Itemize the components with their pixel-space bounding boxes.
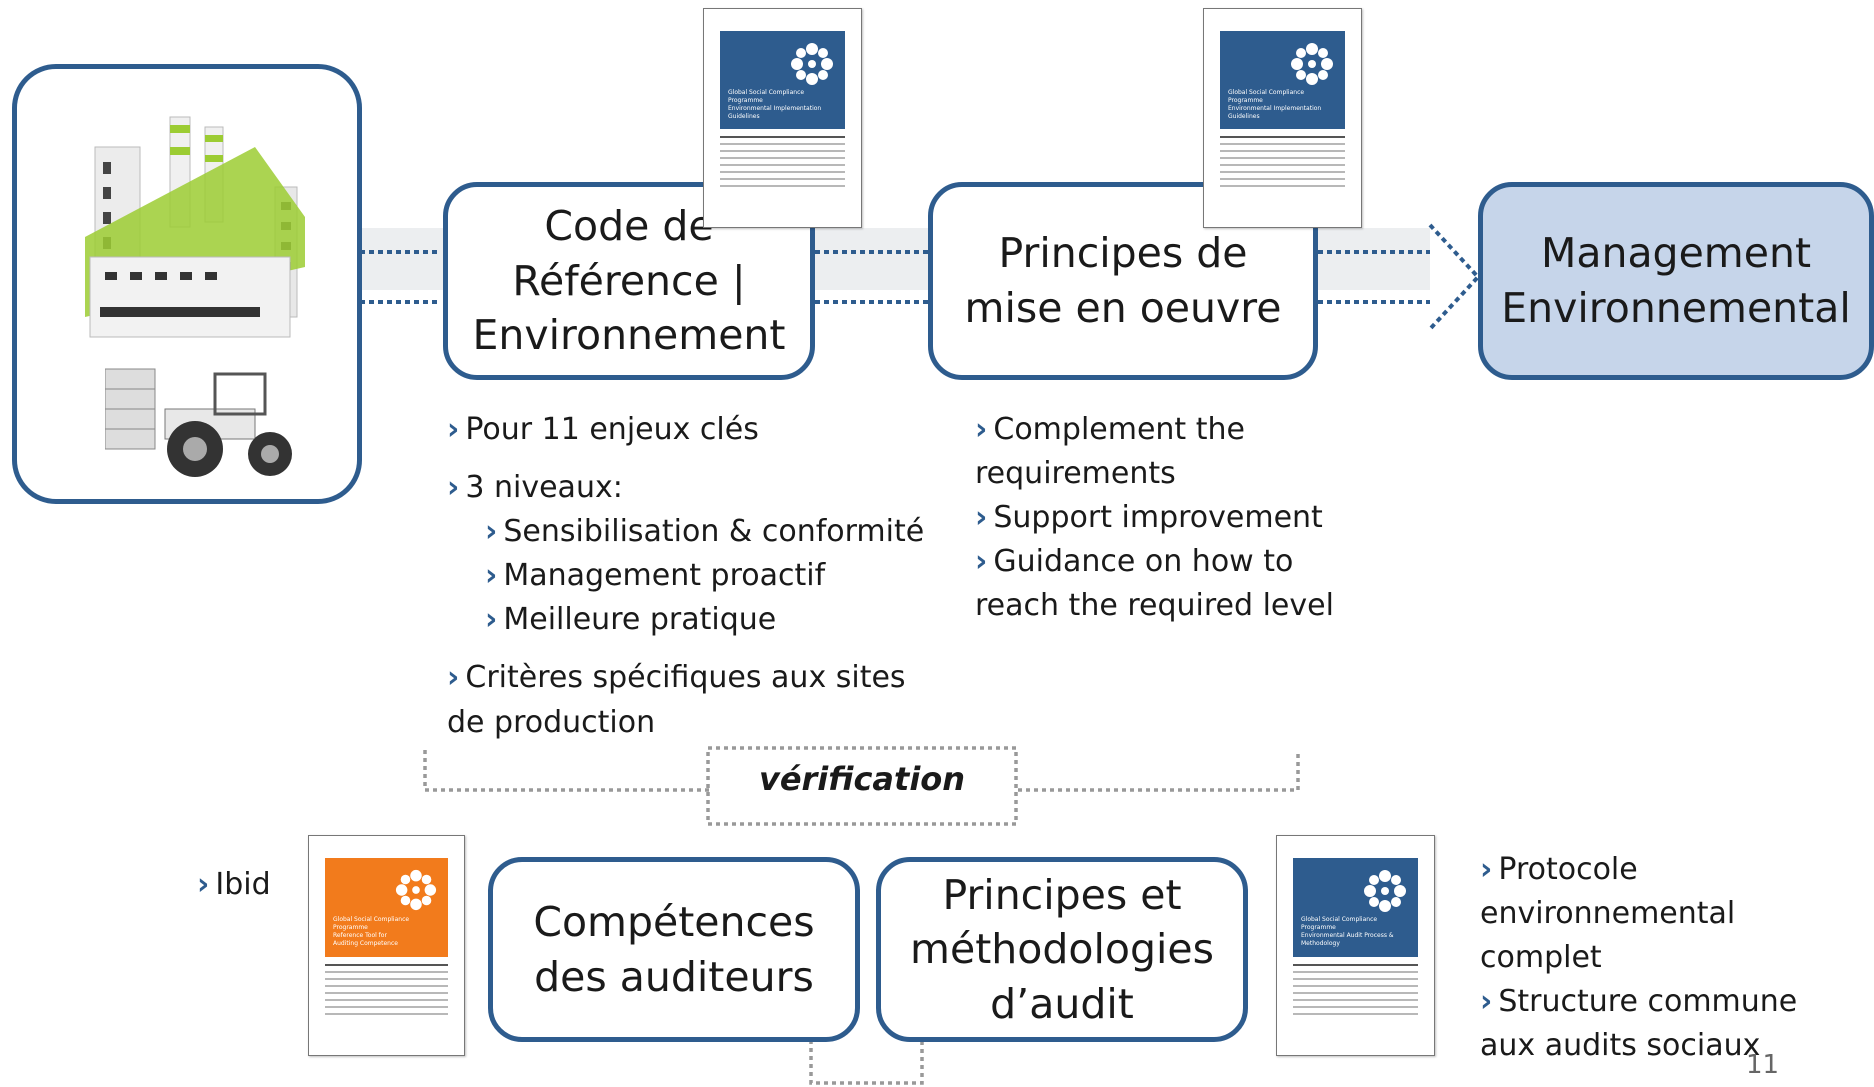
chevron-right-icon: › (447, 412, 460, 447)
page-number: 11 (1746, 1050, 1780, 1080)
document-thumbnail-3: Global Social Compliance Programme Refer… (308, 835, 465, 1056)
bullets-code: ›Pour 11 enjeux clés ›3 niveaux: ›Sensib… (447, 408, 947, 745)
document-cover: Global Social Compliance Programme Envir… (1293, 858, 1418, 957)
node-management-environnemental: Management Environnemental (1478, 182, 1874, 380)
chevron-right-icon: › (975, 500, 988, 536)
node-competences-auditeurs: Compétences des auditeurs (488, 857, 860, 1042)
document-cover-title: Global Social Compliance Programme Envir… (1301, 916, 1394, 948)
node-principes-audit-label: Principes et méthodologies d’audit (910, 870, 1214, 1028)
flower-logo-icon (395, 869, 437, 911)
document-body (1220, 131, 1345, 217)
chevron-right-icon: › (447, 470, 460, 506)
chevron-right-icon: › (975, 544, 988, 580)
bullet-item: ›Protocole environnemental complet (1480, 852, 1736, 976)
chevron-right-icon: › (197, 867, 210, 902)
bullets-protocole: ›Protocole environnemental complet ›Stru… (1480, 848, 1810, 1068)
bullet-item: ›Structure commune aux audits sociaux (1480, 984, 1798, 1064)
document-thumbnail-2: Global Social Compliance Programme Envir… (1203, 8, 1362, 228)
chevron-right-icon: › (485, 602, 498, 638)
bullet-item: ›Critères spécifiques aux sites de produ… (447, 660, 906, 740)
node-competences-label: Compétences des auditeurs (533, 897, 815, 1001)
chevron-right-icon: › (447, 660, 460, 696)
chevron-right-icon: › (485, 514, 498, 550)
industry-image-box (12, 64, 362, 504)
document-thumbnail-4: Global Social Compliance Programme Envir… (1276, 835, 1435, 1056)
document-thumbnail-1: Global Social Compliance Programme Envir… (703, 8, 862, 228)
document-cover-title: Global Social Compliance Programme Envir… (1228, 88, 1322, 120)
bullet-item: ›Pour 11 enjeux clés (447, 412, 759, 447)
document-body (720, 131, 845, 217)
document-body (325, 959, 448, 1045)
document-cover: Global Social Compliance Programme Refer… (325, 858, 448, 957)
arrow-head (1428, 223, 1481, 331)
document-cover: Global Social Compliance Programme Envir… (720, 31, 845, 130)
document-cover-title: Global Social Compliance Programme Refer… (333, 916, 410, 948)
tractor-icon (105, 368, 292, 477)
node-management-label: Management Environnemental (1501, 229, 1851, 332)
bullets-principes: ›Complement the requirements ›Support im… (975, 408, 1375, 628)
factory-icon (85, 116, 305, 338)
document-cover: Global Social Compliance Programme Envir… (1220, 31, 1345, 130)
node-code-label: Code de Référence | Environnement (472, 202, 786, 360)
bullet-subitem: ›Management proactif (485, 558, 826, 594)
bullet-item: ›3 niveaux: (447, 470, 623, 506)
chevron-right-icon: › (975, 412, 988, 447)
flower-logo-icon (1291, 43, 1333, 85)
flower-logo-icon (791, 43, 833, 85)
chevron-right-icon: › (485, 558, 498, 594)
bullet-subitem: ›Meilleure pratique (485, 602, 777, 638)
chevron-right-icon: › (1480, 984, 1493, 1020)
node-principes-mise-label: Principes de mise en oeuvre (964, 229, 1282, 332)
chevron-right-icon: › (1480, 852, 1493, 887)
node-principes-methodologies-audit: Principes et méthodologies d’audit (876, 857, 1248, 1042)
bullet-item: ›Complement the requirements (975, 412, 1245, 492)
verification-label: vérification (758, 760, 966, 798)
flower-logo-icon (1364, 870, 1406, 912)
bullet-item: ›Support improvement (975, 500, 1323, 536)
document-body (1293, 959, 1418, 1045)
document-cover-title: Global Social Compliance Programme Envir… (728, 88, 822, 120)
bullet-ibid: ›Ibid (197, 867, 271, 902)
bullet-item: ›Guidance on how to reach the required l… (975, 544, 1334, 624)
bullet-subitem: ›Sensibilisation & conformité (485, 514, 925, 550)
